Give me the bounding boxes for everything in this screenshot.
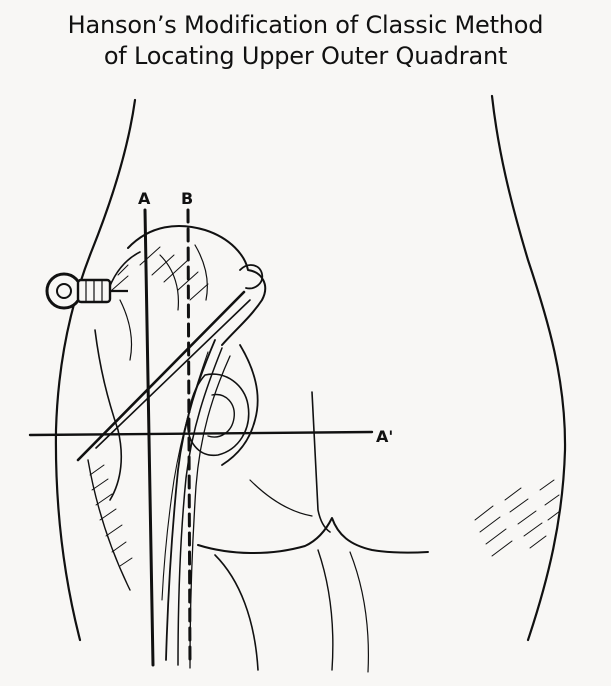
sciatic-nerve-3 [189, 355, 231, 669]
left-buttock-contour [87, 459, 131, 591]
ilium-lower-contour [94, 329, 123, 501]
gluteal-cleft [311, 391, 331, 533]
sacrum-outline [221, 344, 259, 466]
right-thigh-curve [349, 551, 370, 673]
iliac-spine-landmark [239, 264, 264, 290]
line-a [143, 208, 155, 667]
title-line-2: of Locating Upper Outer Quadrant [103, 42, 508, 70]
label-line-b: B [181, 189, 193, 208]
sciatic-nerve-4 [161, 351, 209, 601]
gluteal-fold [197, 517, 429, 555]
inner-thigh-curve [317, 549, 334, 671]
label-line-a-prime: A' [376, 427, 393, 446]
diagonal-line-inner [95, 299, 251, 449]
iliac-fold-lines [119, 244, 208, 361]
line-a-prime [28, 430, 374, 437]
syringe-icon [45, 272, 128, 310]
diagram-title: Hanson’s Modification of Classic Method … [0, 10, 611, 72]
diagonal-line [76, 290, 246, 462]
sciatic-nerve-1 [165, 339, 216, 661]
left-body-outline [54, 98, 137, 642]
left-lower-hatching [89, 464, 133, 567]
iliac-hatching [111, 246, 209, 301]
iliac-crest-outline [127, 225, 267, 346]
buttock-mid-contour [249, 479, 313, 517]
sciatic-nerve-2 [177, 347, 223, 666]
lower-buttock-curve [214, 554, 259, 671]
femoral-head [207, 393, 235, 438]
line-b [186, 208, 192, 667]
right-buttock-hatching [474, 479, 561, 557]
title-line-1: Hanson’s Modification of Classic Method [67, 11, 544, 39]
right-body-outline [490, 94, 567, 642]
label-line-a: A [138, 189, 151, 208]
